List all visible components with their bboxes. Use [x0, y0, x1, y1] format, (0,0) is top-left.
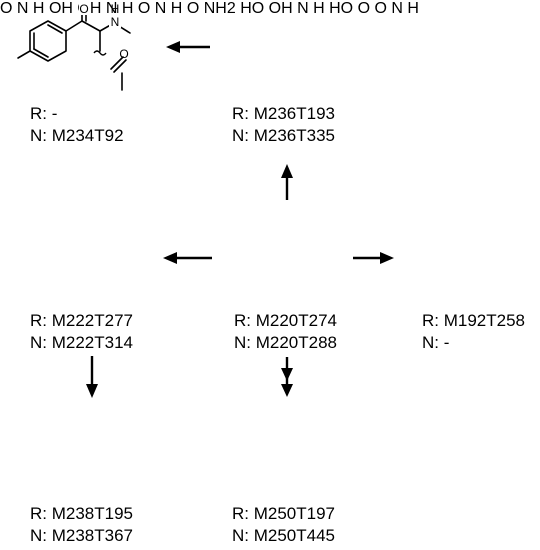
atom-amine-h: H	[121, 0, 134, 17]
atom-ring-hydroxyl: HO	[240, 0, 265, 17]
atom-carbonyl-o: O	[0, 0, 13, 17]
r-label: R: M220T274	[234, 311, 337, 330]
atom-amine-n: N	[391, 0, 403, 17]
atom-amine-nh: NH2	[203, 0, 236, 17]
atom-carbonyl-o: O	[137, 0, 151, 17]
atom-amine-h: H	[407, 0, 419, 17]
label-bottom-center: R: M250T197 N: M250T445	[232, 503, 335, 547]
arrow-parent-to-bottom-center	[281, 357, 293, 397]
atom-amine-n: N	[16, 0, 29, 17]
arrow-parent-to-mid-right	[353, 252, 394, 264]
label-parent: R: M220T274 N: M220T288	[234, 310, 337, 354]
atom-carbonyl-o: O	[186, 0, 200, 17]
label-top-center: R: M236T193 N: M236T335	[232, 103, 335, 147]
arrow-parent-to-top-center	[281, 164, 293, 200]
structure-parent: O N H	[138, 0, 187, 17]
atom-amine-h: H	[111, 2, 120, 16]
n-label: N: -	[422, 333, 450, 352]
atom-carbonyl-o: O	[374, 0, 387, 17]
atom-side-o: O	[119, 47, 128, 61]
label-mid-left: R: M222T277 N: M222T314	[30, 310, 133, 354]
arrow-parent-to-mid-left	[163, 252, 212, 264]
r-label: R: -	[30, 104, 58, 123]
atom-amine-n: N	[297, 0, 309, 17]
structure-top-center: O N H OH	[0, 0, 77, 17]
structure-bottom-center: HO O O N H	[329, 0, 419, 17]
r-label: R: M192T258	[422, 311, 525, 330]
label-top-left: R: - N: M234T92	[30, 103, 124, 147]
arrow-mid-left-to-bottom-left	[86, 356, 98, 398]
n-label: N: M238T367	[30, 526, 133, 545]
n-label: N: M234T92	[30, 126, 124, 145]
atom-acid-o: O	[357, 0, 371, 17]
r-label: R: M236T193	[232, 104, 335, 123]
n-label: N: M250T445	[232, 526, 335, 545]
n-label: N: M222T314	[30, 333, 133, 352]
structure-bottom-left: HO OH N H	[240, 0, 329, 17]
atom-carbonyl-o: O	[79, 2, 88, 16]
label-mid-right: R: M192T258 N: -	[422, 310, 525, 354]
atom-side-oh: OH	[48, 0, 73, 17]
arrow-top-center-to-top-left	[166, 41, 210, 53]
atom-amine-n: N	[154, 0, 167, 17]
atom-amine-n: N	[105, 0, 118, 17]
label-bottom-left: R: M238T195 N: M238T367	[30, 503, 133, 547]
r-label: R: M222T277	[30, 311, 133, 330]
atom-amine-n: N	[111, 15, 120, 29]
atom-hydroxyl: OH	[268, 0, 293, 17]
atom-amine-h: H	[32, 0, 45, 17]
n-label: N: M236T335	[232, 126, 335, 145]
structure-top-left: O N H O	[17, 2, 131, 91]
r-label: R: M250T197	[232, 504, 335, 523]
atom-amine-h: H	[170, 0, 183, 17]
n-label: N: M220T288	[234, 333, 337, 352]
atom-amine-h: H	[313, 0, 325, 17]
r-label: R: M238T195	[30, 504, 133, 523]
atom-acid-hydroxyl: HO	[329, 0, 354, 17]
structure-mid-right: O NH2	[187, 0, 240, 17]
